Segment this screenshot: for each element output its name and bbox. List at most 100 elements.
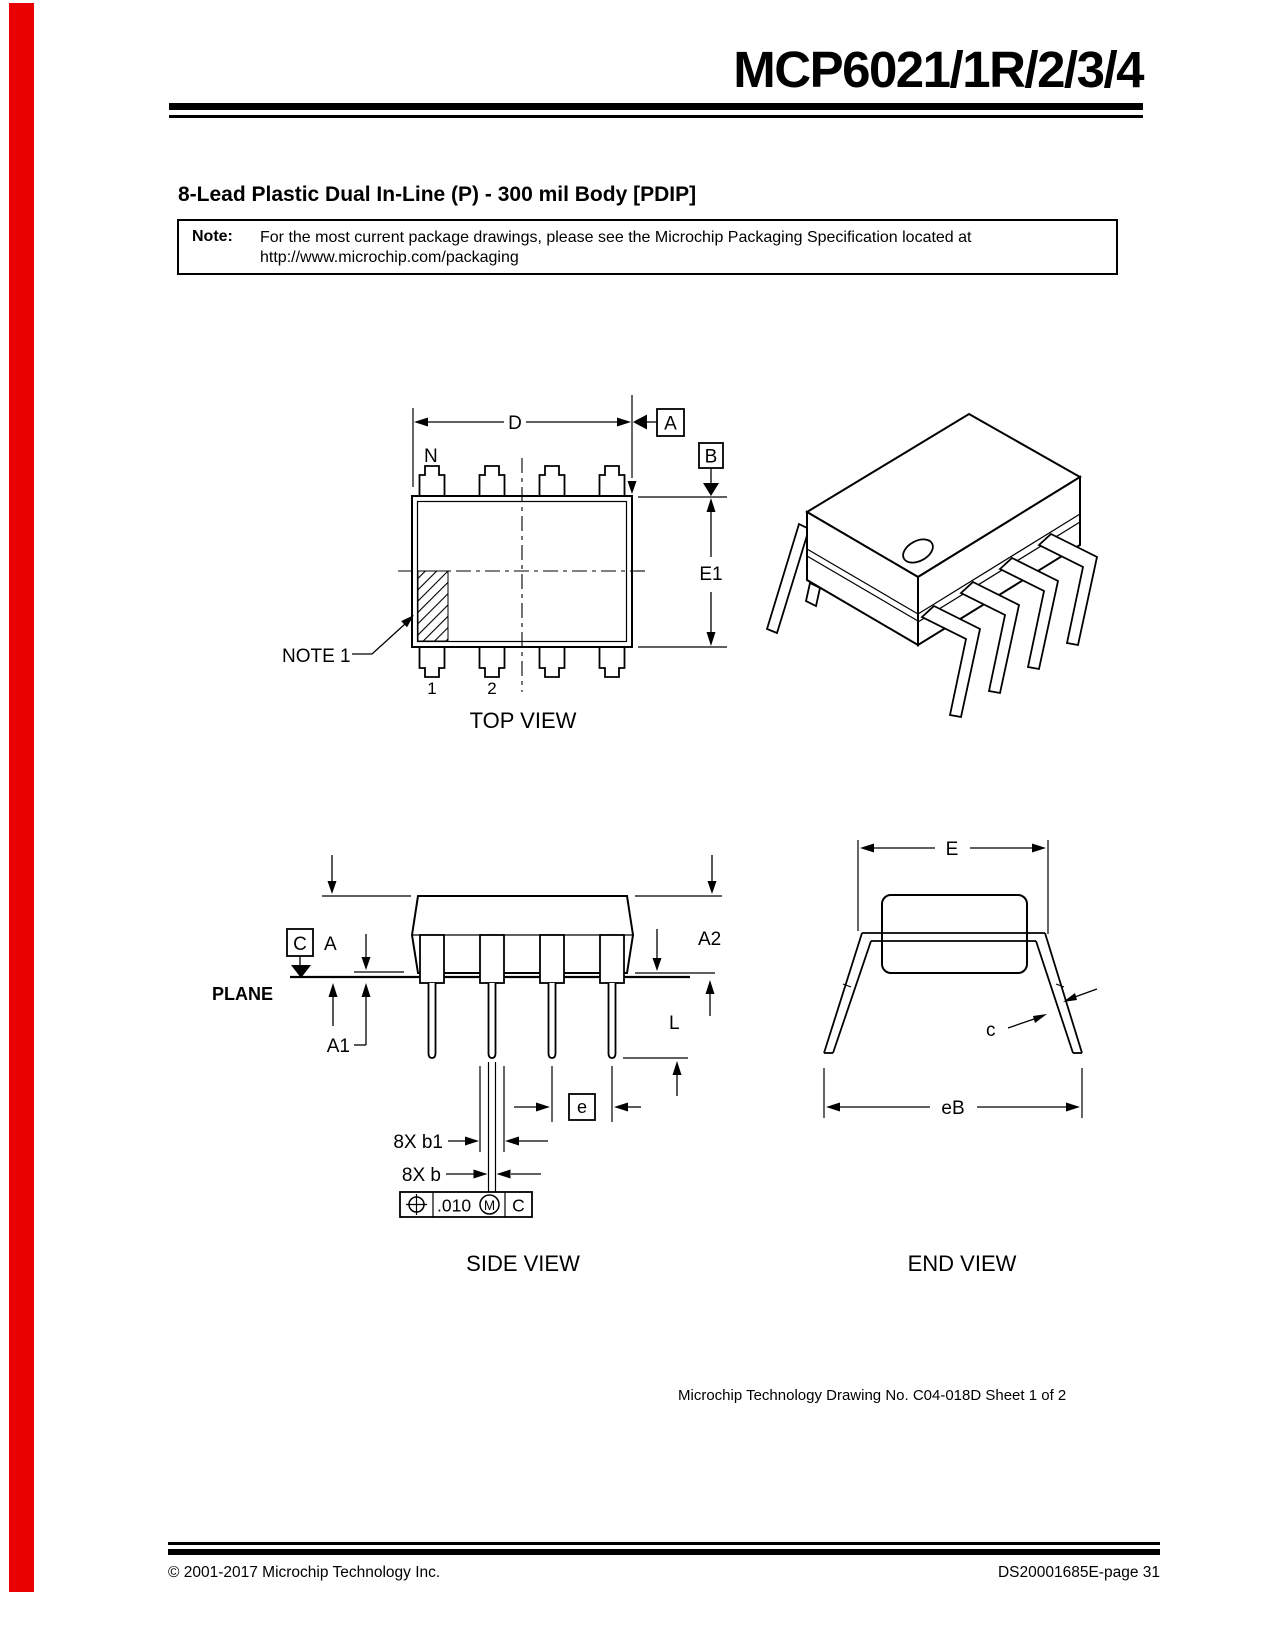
arrowhead: [536, 1102, 550, 1112]
arrowhead: [1032, 843, 1046, 853]
pin-count-label-n: N: [424, 446, 438, 467]
dim-b: 8X b: [402, 1062, 541, 1192]
arrowhead: [401, 615, 414, 628]
arrowhead: [473, 1169, 488, 1179]
top-view-drawing: D A B: [282, 395, 727, 733]
datum-label-a: A: [664, 414, 677, 435]
datum-c: C PLANE: [212, 928, 314, 1004]
footer-rule-thin: [168, 1542, 1160, 1545]
note-url: http://www.microchip.com/packaging: [260, 248, 519, 266]
top-view-caption: TOP VIEW: [470, 708, 577, 733]
dim-b1: 8X b1: [393, 1066, 548, 1153]
arrowhead: [328, 983, 338, 997]
package-drawing: D A B: [212, 395, 1099, 1276]
side-view-caption: SIDE VIEW: [466, 1251, 580, 1276]
dim-label-e: e: [577, 1097, 587, 1117]
dim-d: D: [412, 395, 637, 494]
header-rule-thick: [169, 103, 1143, 110]
arrowhead: [705, 980, 715, 994]
end-view-body: [881, 894, 1028, 974]
arrowhead: [465, 1136, 479, 1146]
arrowhead: [706, 498, 716, 512]
arrowhead: [361, 957, 371, 970]
end-view-drawing: E c: [823, 839, 1098, 1276]
dim-label-a2: A2: [698, 929, 721, 950]
datum-triangle: [633, 414, 647, 430]
dim-label-b1: 8X b1: [393, 1132, 443, 1153]
arrowhead: [672, 1061, 682, 1075]
mmc-modifier-icon: [479, 1194, 500, 1215]
top-view-pins: [418, 465, 626, 678]
footer-copyright: © 2001-2017 Microchip Technology Inc.: [168, 1564, 441, 1581]
arrowhead: [614, 1102, 628, 1112]
end-view-caption: END VIEW: [908, 1251, 1017, 1276]
side-view-pins: [419, 934, 625, 1059]
arrowhead: [361, 983, 371, 997]
page-title: MCP6021/1R/2/3/4: [733, 41, 1144, 98]
arrowhead: [414, 417, 428, 427]
dim-label-a: A: [324, 934, 337, 955]
pin1-hatch-marker: [417, 570, 449, 642]
datum-label-b: B: [705, 447, 718, 468]
iso-left-pin: [765, 522, 811, 635]
dim-eb: eB: [823, 1068, 1083, 1119]
arrowhead: [617, 417, 631, 427]
note-text: For the most current package drawings, p…: [260, 228, 1105, 267]
datum-a: A: [633, 408, 685, 437]
pin1-dimple: [902, 538, 934, 564]
arrowhead: [1063, 993, 1077, 1002]
datum-b: B: [698, 442, 724, 496]
pin2-number: 2: [487, 679, 496, 698]
isometric-view: [765, 412, 1099, 719]
side-view-drawing: A A1 C PLANE: [212, 855, 722, 1276]
footer-doc-page: DS20001685E-page 31: [997, 1564, 1160, 1581]
dim-label-l: L: [669, 1013, 680, 1034]
plane-label: PLANE: [212, 984, 273, 1004]
tolerance-frame: .010 M C: [399, 1191, 533, 1218]
arrowhead: [627, 481, 637, 494]
change-bar: [9, 3, 34, 1592]
dim-label-a1: A1: [327, 1036, 350, 1057]
arrowhead: [826, 1102, 840, 1112]
dim-label-d: D: [508, 413, 522, 434]
arrowhead: [505, 1136, 519, 1146]
note1-label: NOTE 1: [282, 646, 351, 667]
section-heading: 8-Lead Plastic Dual In-Line (P) - 300 mi…: [178, 183, 697, 206]
arrowhead: [1033, 1014, 1047, 1023]
dim-a-a1-left: A A1: [322, 855, 411, 1057]
dim-e1: E1: [638, 496, 727, 648]
note-label: Note:: [192, 228, 233, 245]
arrowhead: [707, 881, 717, 894]
arrowhead: [1066, 1102, 1080, 1112]
dim-c-callout: c: [986, 988, 1098, 1041]
dim-label-e-width: E: [946, 839, 959, 860]
dim-label-e1: E1: [699, 564, 722, 585]
dim-label-eb: eB: [941, 1098, 964, 1119]
dim-e-pitch: e: [514, 1066, 641, 1122]
pin1-number: 1: [427, 679, 436, 698]
arrowhead: [327, 881, 337, 894]
tolerance-value: .010: [437, 1196, 471, 1216]
dim-label-b: 8X b: [402, 1165, 441, 1186]
arrowhead: [496, 1169, 511, 1179]
dim-e-box: [568, 1093, 596, 1121]
header-rule-thin: [169, 115, 1143, 118]
note-line1: For the most current package drawings, p…: [260, 229, 972, 246]
dim-a2-l-right: A2 L: [623, 855, 722, 1096]
datum-a-box: [656, 408, 685, 437]
datum-triangle: [291, 965, 311, 978]
dim-e-width: E: [857, 839, 1049, 934]
arrowhead: [860, 843, 874, 853]
end-view-leads: [823, 932, 1083, 1054]
datum-triangle: [703, 483, 719, 496]
drawing-credit: Microchip Technology Drawing No. C04-018…: [678, 1387, 1067, 1404]
datum-b-box: [698, 442, 724, 469]
dim-label-c: c: [986, 1020, 996, 1041]
datum-label-c: C: [293, 934, 307, 955]
iso-right-face: [917, 475, 1081, 647]
footer-rule-thick: [168, 1549, 1160, 1555]
note-box: Note: For the most current package drawi…: [177, 219, 1118, 275]
note1-callout: NOTE 1: [282, 615, 414, 667]
tolerance-datum: C: [512, 1196, 525, 1216]
